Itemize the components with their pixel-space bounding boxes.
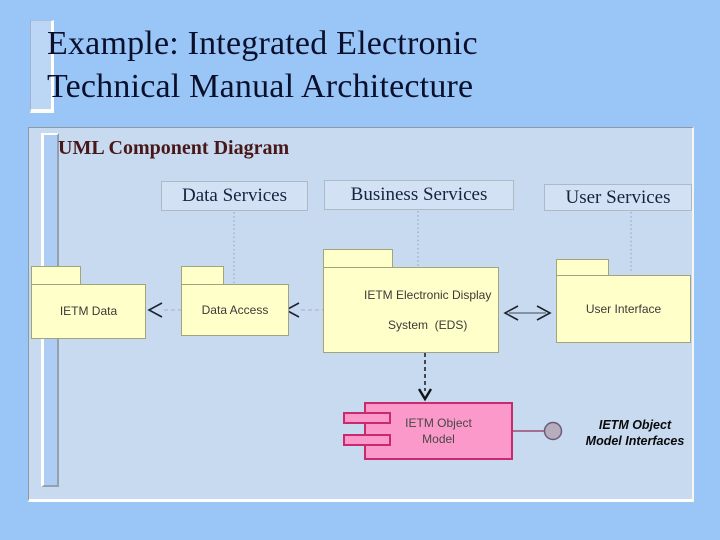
component-port-bottom <box>343 434 391 446</box>
tier-header-business-services: Business Services <box>324 180 514 210</box>
package-body: IETM Data <box>31 284 146 339</box>
lollipop-connector <box>513 421 563 441</box>
diagram-panel: UML Component Diagram Data Services Busi… <box>28 127 694 502</box>
component-label: IETM Object Model <box>405 415 472 447</box>
tier-header-data-services: Data Services <box>161 181 308 211</box>
tier-label: Business Services <box>350 184 488 205</box>
component-label-line-2: Model <box>422 432 455 446</box>
package-tab <box>181 266 224 285</box>
interface-circle <box>543 421 563 441</box>
package-tab <box>31 266 81 285</box>
title-accent-bar <box>30 20 54 113</box>
tier-label: User Services <box>565 186 671 208</box>
package-body: User Interface <box>556 275 691 343</box>
slide-title-line-2: Technical Manual Architecture <box>47 68 474 105</box>
tier-label: Data Services <box>182 185 287 206</box>
diagram-heading: UML Component Diagram <box>58 137 290 159</box>
package-body: Data Access <box>181 284 289 336</box>
slide-title: Example: Integrated Electronic Technical… <box>47 22 478 108</box>
component-label-line-1: IETM Object <box>405 416 472 430</box>
package-tab <box>323 249 393 268</box>
interface-label-line-1: IETM Object <box>598 418 672 432</box>
dependency-arrow-eds-to-dataaccess <box>284 302 323 318</box>
package-tab <box>556 259 609 276</box>
package-label: IETM Data <box>59 304 118 318</box>
package-label-line-2: System (EDS) <box>388 318 468 332</box>
package-label: Data Access <box>201 302 269 317</box>
tier-header-user-services: User Services <box>544 184 692 211</box>
association-arrow-eds-userinterface <box>503 305 552 321</box>
component-port-top <box>343 412 391 424</box>
diagram-connectors <box>147 211 632 441</box>
interface-label: IETM Object Model Interfaces <box>567 417 703 449</box>
package-label: IETM Electronic Display System (EDS) <box>331 273 492 348</box>
slide-title-line-1: Example: Integrated Electronic <box>47 25 478 62</box>
package-body: IETM Electronic Display System (EDS) <box>323 267 499 353</box>
interface-label-line-2: Model Interfaces <box>585 434 685 448</box>
dependency-arrow-dataaccess-to-ietmdata <box>147 302 181 318</box>
package-label-line-1: IETM Electronic Display <box>363 288 492 302</box>
package-label: User Interface <box>585 301 662 316</box>
component-ietm-object-model: IETM Object Model <box>343 402 513 460</box>
dependency-arrow-eds-to-objectmodel <box>417 353 433 402</box>
